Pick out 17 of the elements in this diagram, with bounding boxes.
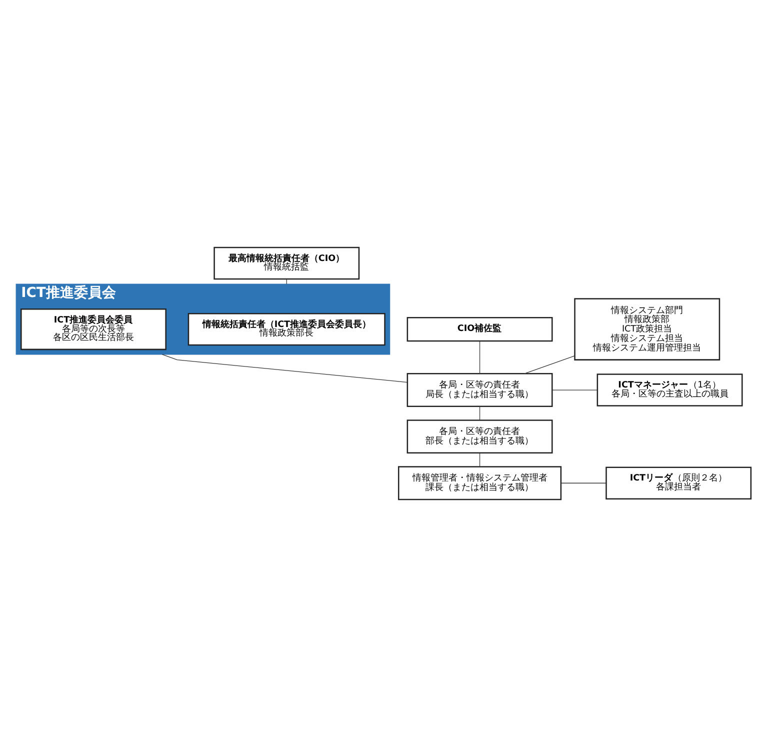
node-box: ICTリーダ（原則２名） 各課担当者 xyxy=(606,466,752,499)
node-box: 情報統括責任者（ICT推進委員会委員長） 情報政策部長 xyxy=(188,312,386,346)
connector xyxy=(479,406,480,420)
connector xyxy=(524,354,576,374)
node-box: 情報管理者・情報システム管理者 課長（または相当する職） xyxy=(398,466,562,500)
connector xyxy=(560,482,606,483)
connector xyxy=(479,340,480,374)
node-box: 最高情報統括責任者（CIO） 情報統括監 xyxy=(214,246,360,280)
node-box: 各局・区等の責任者 局長（または相当する職） xyxy=(406,372,553,406)
node-box: ICT推進委員会委員 各局等の次長等 各区の区民生活部長 xyxy=(20,308,166,350)
connector xyxy=(552,389,598,390)
connector xyxy=(162,354,408,382)
node-box: CIO補佐監 xyxy=(406,316,553,342)
node-box: 各局・区等の責任者 部長（または相当する職） xyxy=(406,419,553,454)
node-box: ICTマネージャー（1名） 各局・区等の主査以上の職員 xyxy=(596,373,743,406)
connector xyxy=(479,452,480,466)
node-box: 情報システム部門 情報政策部 ICT政策担当 情報システム担当 情報システム運用管理担当 xyxy=(574,298,720,360)
